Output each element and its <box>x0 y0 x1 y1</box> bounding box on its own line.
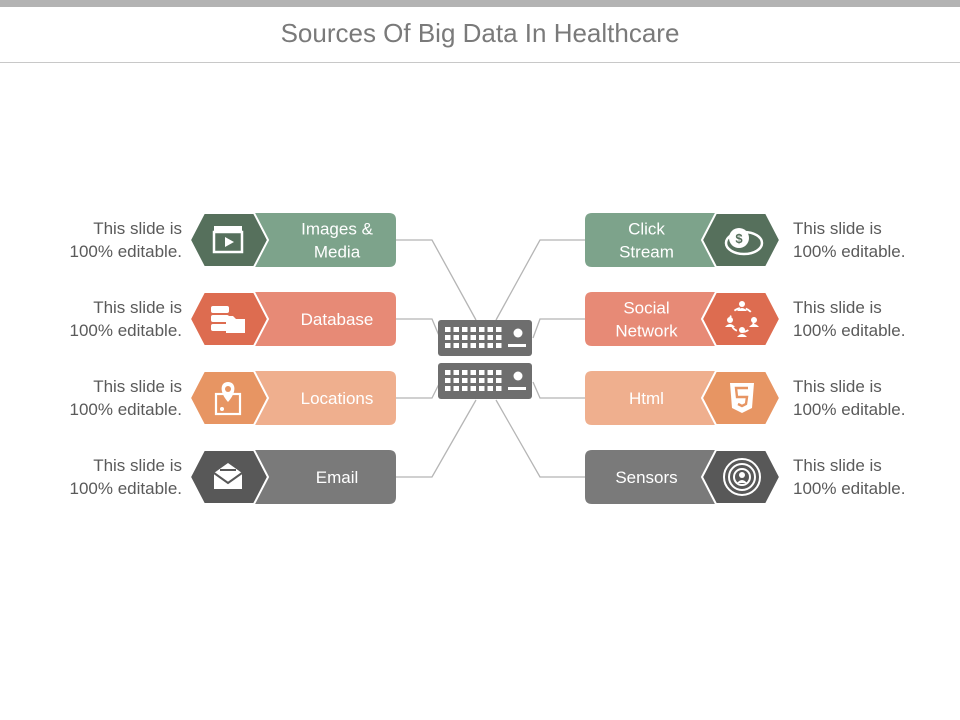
caption-line: 100% editable. <box>69 242 182 261</box>
caption-line: This slide is <box>793 219 882 238</box>
title-divider <box>0 62 960 63</box>
connector-line <box>495 399 585 478</box>
source-item-right: Html <box>585 370 782 426</box>
map-pin-icon <box>214 382 242 416</box>
caption-line: This slide is <box>93 298 182 317</box>
caption-line: 100% editable. <box>69 479 182 498</box>
source-item-right: Sensors <box>585 449 782 505</box>
item-caption: This slide is 100% editable. <box>47 454 182 500</box>
item-label: Email <box>316 468 359 487</box>
money-chat-icon: $ <box>724 228 764 256</box>
label-pill <box>230 371 396 425</box>
caption-line: 100% editable. <box>793 242 906 261</box>
caption-line: This slide is <box>793 456 882 475</box>
label-pill <box>230 292 396 346</box>
item-label: Html <box>629 389 664 408</box>
caption-line: 100% editable. <box>69 321 182 340</box>
item-caption: This slide is 100% editable. <box>47 375 182 421</box>
svg-text:$: $ <box>735 231 743 246</box>
connector-line <box>396 318 441 339</box>
item-label: Social <box>623 299 669 318</box>
caption-line: 100% editable. <box>793 400 906 419</box>
item-label: Click <box>628 220 665 239</box>
label-pill <box>585 292 740 346</box>
caption-line: 100% editable. <box>793 321 906 340</box>
caption-line: 100% editable. <box>69 400 182 419</box>
connector-line <box>396 399 477 478</box>
caption-line: This slide is <box>93 456 182 475</box>
page-title: Sources Of Big Data In Healthcare <box>280 18 680 48</box>
icon-tab <box>700 291 782 347</box>
source-item-left: Images & Media <box>188 212 396 268</box>
item-caption: This slide is 100% editable. <box>793 296 928 342</box>
label-pill <box>585 371 740 425</box>
source-item-left: Locations <box>188 370 396 426</box>
database-folder-icon <box>211 306 245 333</box>
connector-line <box>396 381 441 399</box>
top-accent-bar <box>0 0 960 7</box>
connector-line <box>532 381 585 399</box>
source-item-left: Email <box>188 449 396 505</box>
sensor-person-icon <box>723 458 761 496</box>
html5-icon <box>730 383 754 413</box>
connector-line <box>495 239 585 321</box>
item-caption: This slide is 100% editable. <box>47 217 182 263</box>
item-label: Database <box>301 310 374 329</box>
item-label: Media <box>314 243 361 262</box>
caption-line: This slide is <box>93 219 182 238</box>
item-caption: This slide is 100% editable. <box>793 217 928 263</box>
label-pill <box>585 213 740 267</box>
item-label: Locations <box>301 389 374 408</box>
caption-line: 100% editable. <box>793 479 906 498</box>
source-item-left: Database <box>188 291 396 347</box>
item-label: Sensors <box>615 468 677 487</box>
item-caption: This slide is 100% editable. <box>793 454 928 500</box>
clapperboard-icon <box>212 226 244 254</box>
label-pill <box>585 450 740 504</box>
envelope-icon <box>213 463 243 489</box>
connector-lines <box>396 239 585 478</box>
caption-line: This slide is <box>793 298 882 317</box>
caption-line: This slide is <box>793 377 882 396</box>
item-caption: This slide is 100% editable. <box>47 296 182 342</box>
caption-line: This slide is <box>93 377 182 396</box>
connector-line <box>532 318 585 339</box>
label-pill <box>230 213 396 267</box>
item-label: Network <box>615 322 678 341</box>
item-label: Stream <box>619 243 674 262</box>
item-caption: This slide is 100% editable. <box>793 375 928 421</box>
label-pill <box>230 450 396 504</box>
people-network-icon <box>725 301 759 337</box>
connector-line <box>396 239 477 321</box>
server-icon <box>438 320 532 399</box>
item-label: Images & <box>301 220 373 239</box>
